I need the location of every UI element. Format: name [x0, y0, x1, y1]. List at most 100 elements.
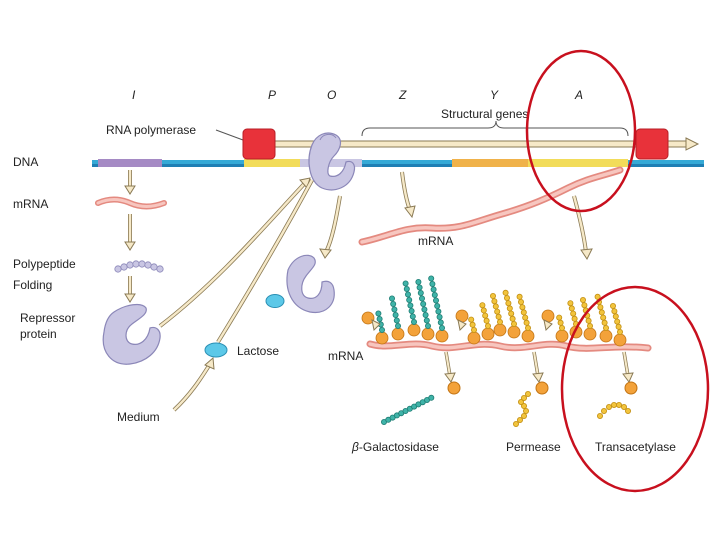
gene-label-p: P: [268, 88, 276, 102]
galactosidase-chain-bead: [434, 302, 441, 309]
galactosidase-chain-bead: [431, 291, 438, 298]
yellow-chain-bead: [567, 300, 574, 307]
rna-polymerase-terminal: [635, 128, 669, 160]
galactosidase-chain-bead: [404, 291, 411, 298]
inactive-repressor: [286, 254, 335, 314]
ribosome: [507, 325, 521, 339]
medium-label: Medium: [117, 410, 160, 424]
gene-label-a: A: [574, 88, 583, 102]
ribosome: [493, 323, 507, 337]
yellow-chain-bead: [525, 324, 532, 331]
dna-segment-p: [244, 159, 300, 167]
yellow-chain-bead: [509, 315, 516, 322]
galactosidase-chain-bead: [392, 311, 399, 318]
galactosidase-chain-bead: [390, 300, 397, 307]
rna-polymerase-pointer: [215, 129, 244, 141]
yellow-chain-bead: [580, 296, 587, 303]
lactose-bound-to-repressor: [265, 294, 285, 308]
galactosidase-chain-bead: [410, 318, 417, 325]
galactosidase-chain-bead: [394, 322, 401, 329]
ribosome: [407, 323, 421, 337]
yellow-chain-bead: [519, 304, 526, 311]
arrow-dna-to-mrna: [124, 170, 136, 195]
yellow-chain-bead: [557, 319, 564, 326]
highlight-circle-transacetylase: [560, 285, 710, 493]
ribosome: [521, 329, 535, 343]
yellow-chain-bead: [489, 292, 496, 299]
ribosome: [375, 331, 389, 345]
yellow-chain-bead: [610, 302, 617, 309]
galactosidase-chain-bead: [416, 284, 423, 291]
yellow-chain-bead: [614, 318, 621, 325]
repressor-protein: [102, 303, 161, 365]
galactosidase-chain-bead: [430, 286, 437, 293]
galactosidase-chain-bead: [406, 296, 413, 303]
arrow-mrna-to-translation: [572, 195, 593, 260]
galactosidase-chain-bead: [417, 289, 424, 296]
yellow-chain-bead: [479, 302, 486, 309]
galactosidase-chain-bead: [436, 313, 443, 320]
mrna-middle-label: mRNA: [418, 234, 453, 248]
yellow-chain-bead: [491, 298, 498, 305]
permease-bead: [521, 412, 528, 419]
arrow-medium-to-lactose: [172, 356, 215, 412]
galactosidase-chain-bead: [429, 280, 436, 287]
yellow-chain-bead: [568, 305, 575, 312]
beta-galactosidase-bead: [428, 394, 435, 401]
mrna-left-label: mRNA: [13, 197, 48, 211]
yellow-chain-bead: [603, 324, 610, 331]
repressor-on-operator: [308, 132, 356, 191]
ribosome-advance-arrows: [371, 319, 553, 332]
arrow-polypeptide-to-repressor: [124, 276, 136, 303]
yellow-chain-bead: [518, 298, 525, 305]
lactose-label: Lactose: [237, 344, 279, 358]
yellow-chain-bead: [571, 315, 578, 322]
permease-bead: [521, 402, 528, 409]
repressor-label-line2: protein: [20, 327, 57, 341]
transacetylase-bead: [597, 412, 604, 419]
yellow-chain-bead: [516, 293, 523, 300]
dna-label: DNA: [13, 155, 38, 169]
beta-galactosidase-label: β-Galactosidase: [351, 440, 439, 454]
yellow-chain-bead: [520, 309, 527, 316]
yellow-chain-bead: [594, 293, 601, 300]
yellow-chain-bead: [508, 310, 515, 317]
dna-segment-a: [528, 159, 628, 167]
yellow-chain-bead: [612, 313, 619, 320]
galactosidase-chain-bead: [393, 317, 400, 324]
galactosidase-chain-bead: [421, 306, 428, 313]
yellow-chain-bead: [522, 314, 529, 321]
galactosidase-chain-bead: [432, 297, 439, 304]
ribosome: [361, 311, 375, 325]
released-ribosome-y: [535, 381, 549, 395]
final-proteins: [380, 390, 632, 427]
yellow-chain-bead: [496, 318, 503, 325]
permease-bead: [523, 407, 530, 414]
ribosome: [391, 327, 405, 341]
yellow-chain-bead: [495, 313, 502, 320]
galactosidase-chain-bead: [428, 275, 435, 282]
galactosidase-chain-bead: [438, 324, 445, 331]
yellow-chain-bead: [617, 328, 624, 335]
yellow-chain-bead: [480, 307, 487, 314]
galactosidase-chain-bead: [378, 326, 385, 333]
structural-genes-bracket: [361, 120, 629, 137]
galactosidase-chain-bead: [403, 285, 410, 292]
permease-bead: [513, 420, 520, 427]
yellow-chain-bead: [559, 324, 566, 331]
released-ribosome-a: [624, 381, 638, 395]
galactosidase-chain-bead: [375, 310, 382, 317]
released-ribosome-z: [447, 381, 461, 395]
yellow-chain-bead: [587, 322, 594, 329]
yellow-chain-bead: [585, 317, 592, 324]
yellow-chain-bead: [483, 317, 490, 324]
yellow-chain-bead: [600, 314, 607, 321]
arrow-dna-to-mrna-z: [400, 171, 416, 219]
ribosome: [481, 327, 495, 341]
galactosidase-chain-bead: [415, 278, 422, 285]
yellow-chain-bead: [470, 326, 477, 333]
yellow-chain-bead: [506, 305, 513, 312]
ribosome: [421, 327, 435, 341]
permease-label: Permease: [506, 440, 561, 454]
